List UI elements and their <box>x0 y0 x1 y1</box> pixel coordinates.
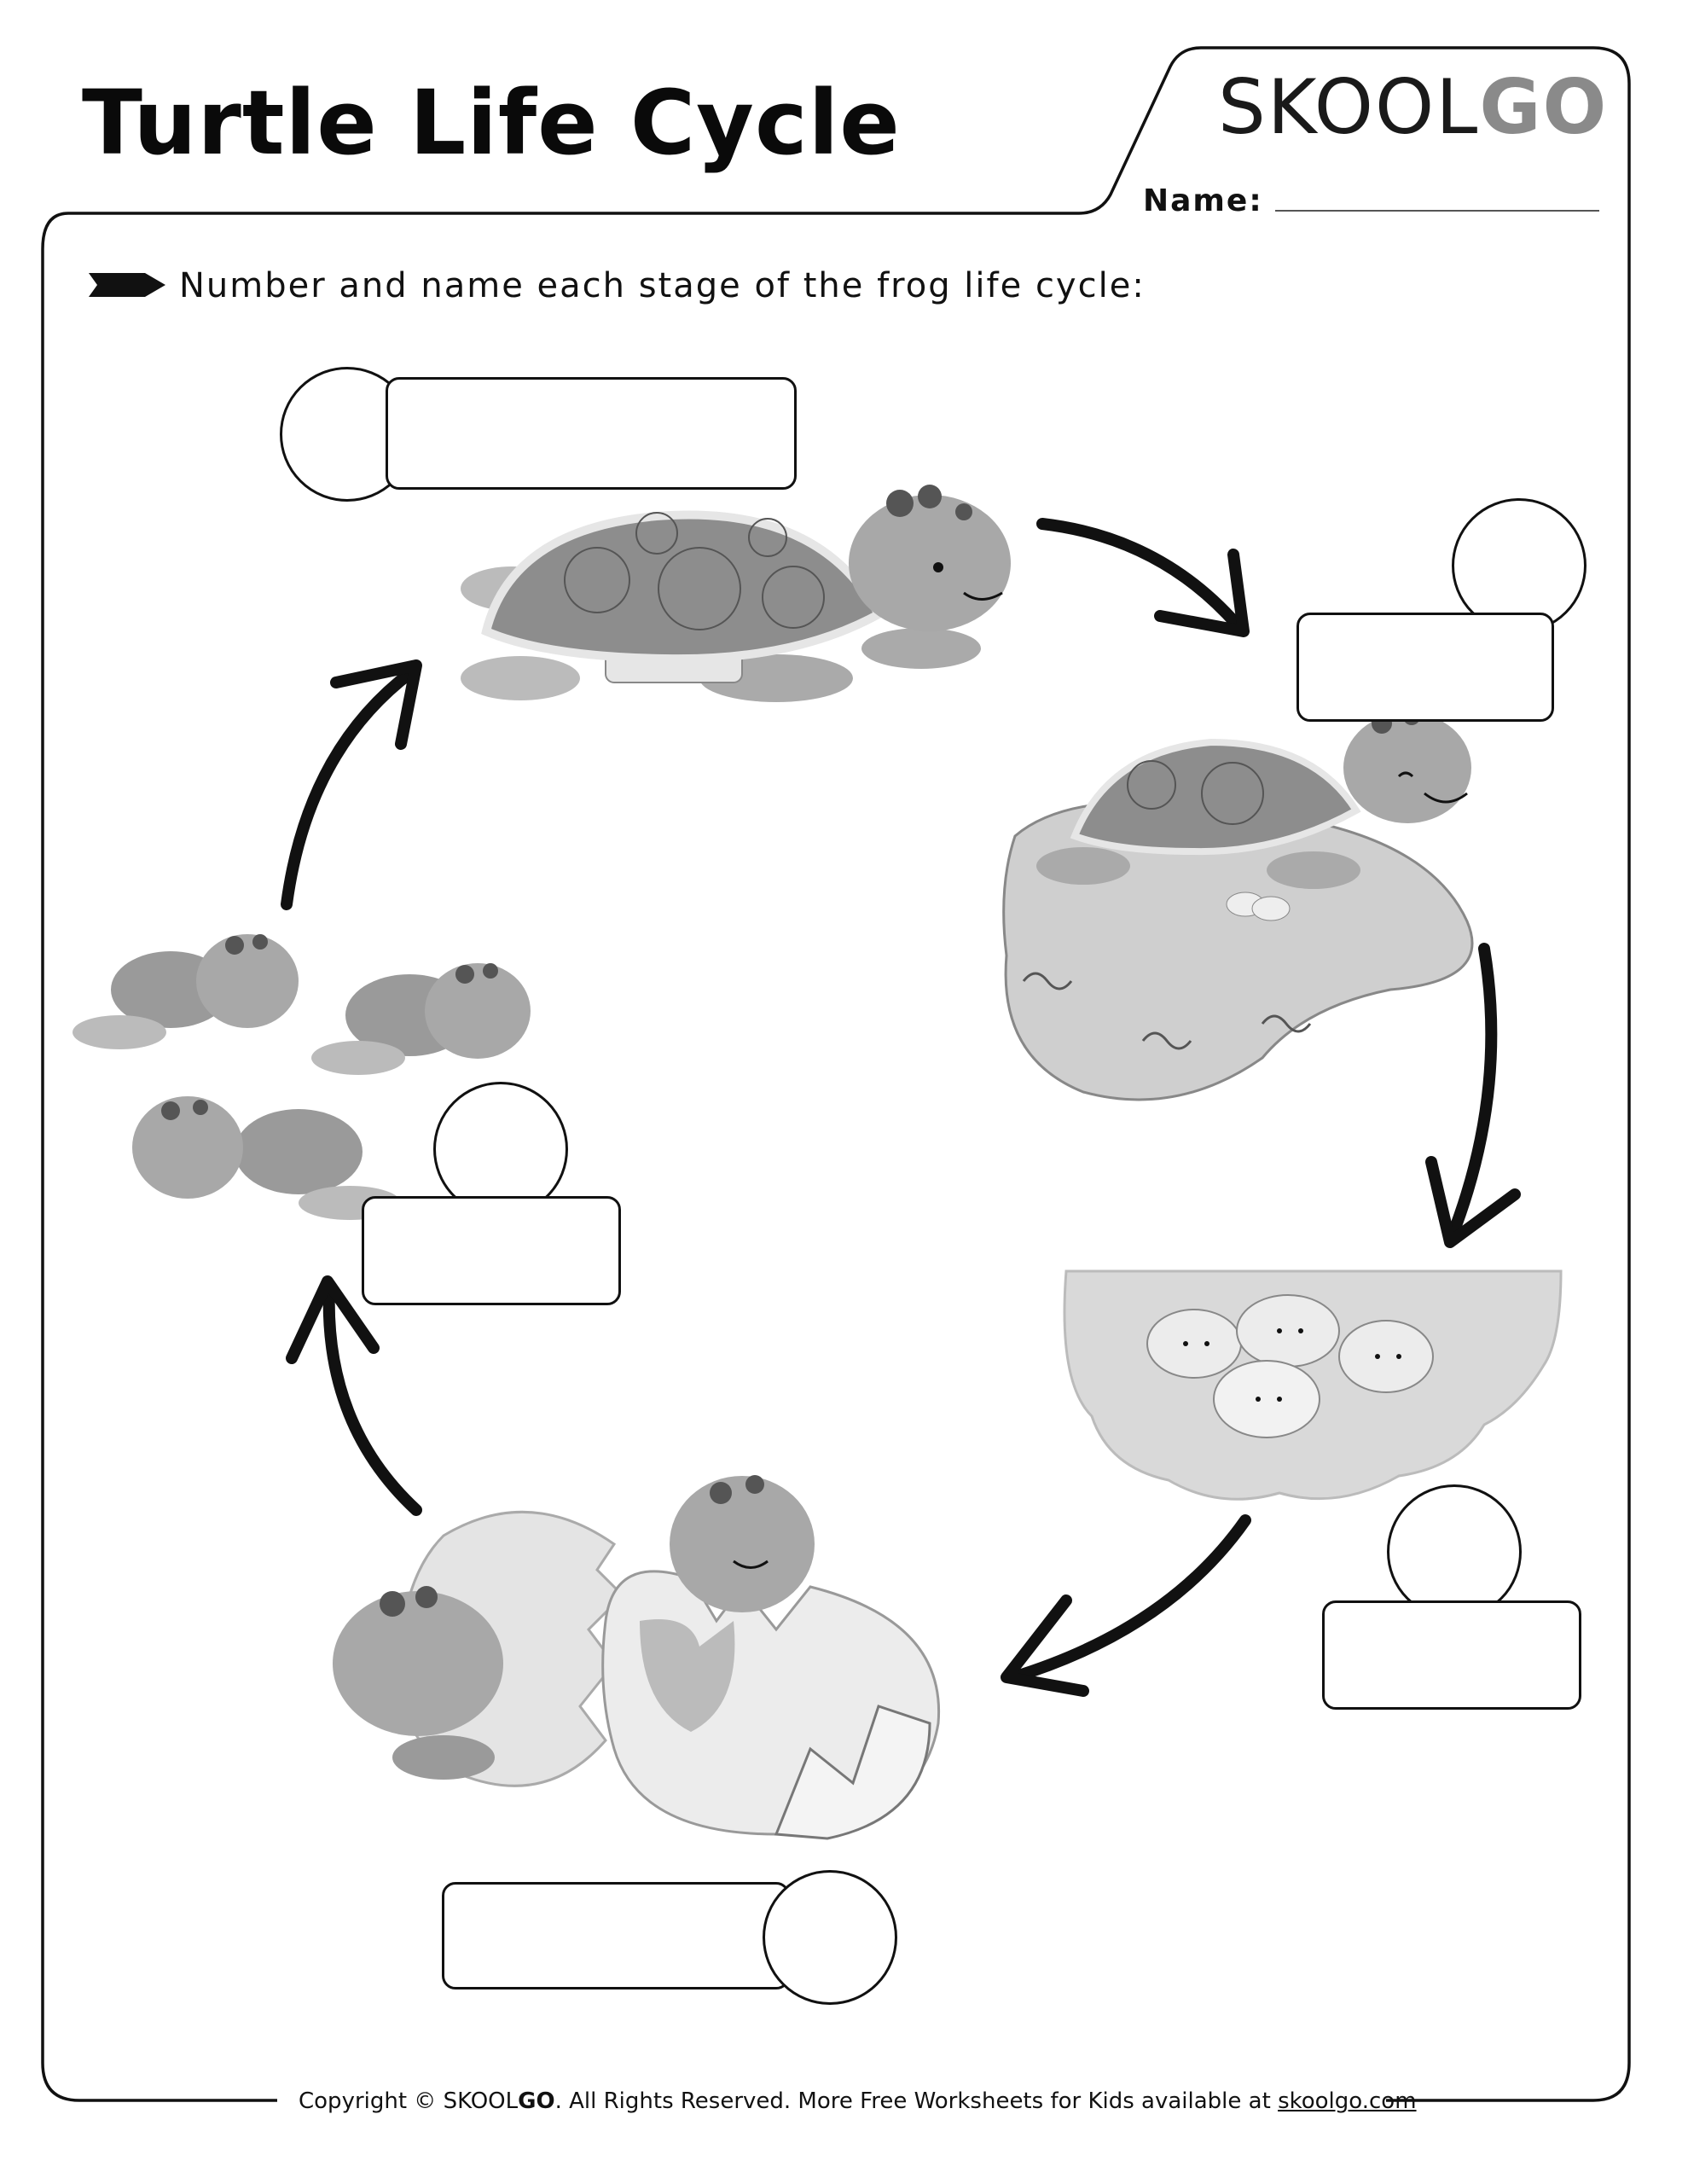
arrow-nesting-to-eggs <box>1425 943 1521 1248</box>
instruction-text: Number and name each stage of the frog l… <box>179 266 1146 305</box>
arrow-tag-icon <box>89 273 165 297</box>
stage-number-circle-eggs[interactable] <box>1387 1484 1522 1619</box>
turtle-eggs-icon <box>1063 1269 1563 1501</box>
hatchling-turtles-icon <box>73 934 531 1220</box>
footer-copyright-suffix: . All Rights Reserved. More Free Workshe… <box>554 2088 1279 2114</box>
stage-number-circle-hatchlings[interactable] <box>433 1082 568 1217</box>
arrow-adult-to-nesting <box>1036 518 1250 637</box>
brand-logo: SKOOLGO <box>1218 70 1608 145</box>
name-label: Name: <box>1143 183 1263 218</box>
footer-brand-accent: GO <box>518 2088 555 2114</box>
stage-name-box-hatching[interactable] <box>442 1882 790 1989</box>
footer-copyright: Copyright © SKOOLGO. All Rights Reserved… <box>299 2088 1417 2114</box>
stage-name-box-adult[interactable] <box>386 377 797 490</box>
arrow-eggs-to-hatching <box>1001 1514 1251 1697</box>
hatching-turtle-icon <box>333 1475 941 1840</box>
adult-turtle-icon <box>461 485 1011 702</box>
page-title: Turtle Life Cycle <box>82 71 901 175</box>
brand-logo-main: SKOOL <box>1218 63 1480 151</box>
arrow-hatching-to-hatchlings <box>286 1275 422 1516</box>
footer-website-link[interactable]: skoolgo.com <box>1278 2088 1417 2114</box>
stage-name-box-hatchlings[interactable] <box>362 1196 621 1305</box>
footer-copyright-prefix: Copyright © SKOOL <box>299 2088 519 2114</box>
brand-logo-accent: GO <box>1479 63 1609 151</box>
stage-name-box-eggs[interactable] <box>1322 1600 1581 1710</box>
arrow-hatchlings-to-adult <box>281 659 422 910</box>
name-input-line[interactable] <box>1275 210 1599 212</box>
stage-name-box-nesting[interactable] <box>1296 613 1554 722</box>
stage-number-circle-hatching[interactable] <box>763 1870 897 2005</box>
nesting-turtle-icon <box>1002 708 1474 1101</box>
